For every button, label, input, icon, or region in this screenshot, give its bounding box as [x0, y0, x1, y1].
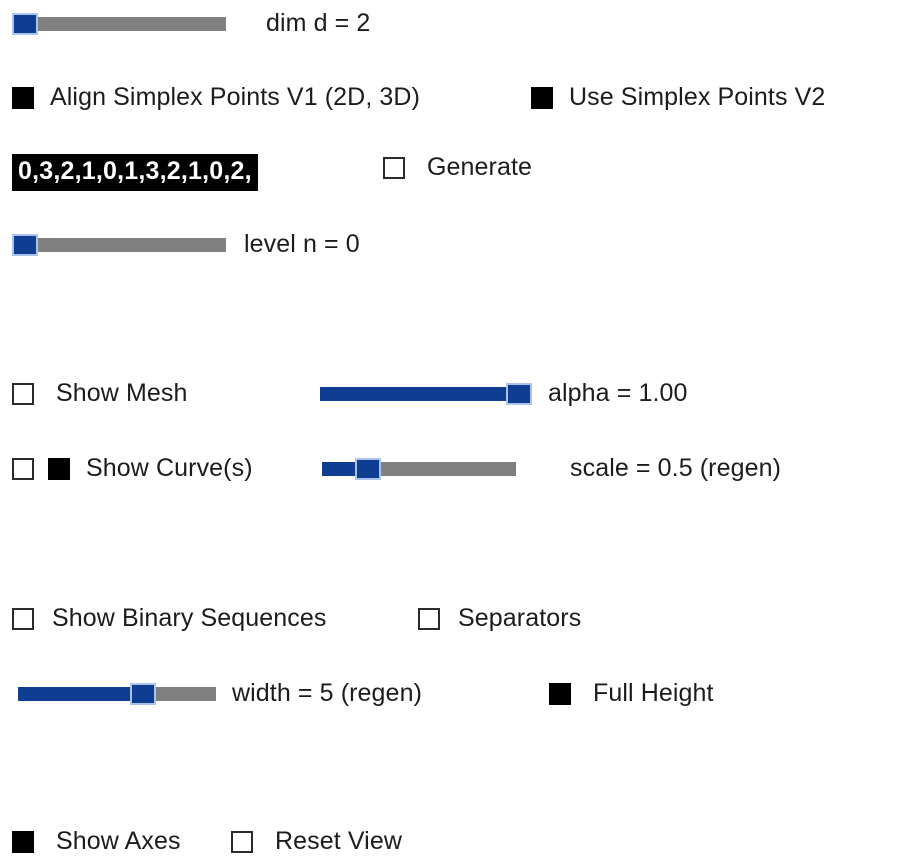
dim-slider-track[interactable] [12, 16, 226, 31]
reset-view-checkbox[interactable] [231, 830, 253, 853]
full-height-label: Full Height [593, 679, 714, 707]
separators-checkbox[interactable] [418, 607, 440, 630]
show-curves-primary-checkbox[interactable] [12, 457, 34, 480]
full-height-checkbox[interactable] [549, 682, 571, 705]
show-curves-secondary-checkbox[interactable] [48, 457, 70, 480]
width-slider-label: width = 5 (regen) [232, 679, 422, 707]
level-slider[interactable] [12, 233, 226, 256]
use-simplex-v2-checkbox[interactable] [531, 86, 553, 109]
separators-row[interactable]: Separators [418, 606, 581, 631]
alpha-slider-label: alpha = 1.00 [548, 379, 688, 407]
level-slider-row: level n = 0 [12, 232, 360, 257]
generate-label: Generate [427, 153, 533, 181]
show-binary-sequences-row[interactable]: Show Binary Sequences [12, 606, 327, 631]
level-slider-label: level n = 0 [244, 230, 360, 258]
use-simplex-v2-row[interactable]: Use Simplex Points V2 [531, 85, 825, 110]
alpha-slider-fill [320, 386, 506, 401]
separators-label: Separators [458, 604, 582, 632]
show-axes-row[interactable]: Show Axes [12, 829, 181, 854]
align-simplex-v1-row[interactable]: Align Simplex Points V1 (2D, 3D) [12, 85, 420, 110]
show-mesh-row[interactable]: Show Mesh [12, 381, 188, 406]
alpha-slider[interactable] [320, 382, 532, 405]
show-curves-label: Show Curve(s) [86, 454, 253, 482]
scale-slider-handle[interactable] [355, 457, 381, 480]
align-simplex-v1-label: Align Simplex Points V1 (2D, 3D) [50, 83, 421, 111]
show-axes-checkbox[interactable] [12, 830, 34, 853]
width-slider-fill [18, 686, 138, 701]
level-slider-handle[interactable] [12, 233, 38, 256]
reset-view-label: Reset View [275, 827, 402, 855]
reset-view-row[interactable]: Reset View [231, 829, 402, 854]
show-binary-sequences-checkbox[interactable] [12, 607, 34, 630]
scale-slider-label: scale = 0.5 (regen) [570, 454, 782, 482]
show-mesh-label: Show Mesh [56, 379, 188, 407]
align-simplex-v1-checkbox[interactable] [12, 86, 34, 109]
show-axes-label: Show Axes [56, 827, 181, 855]
width-slider[interactable] [18, 682, 216, 705]
full-height-row[interactable]: Full Height [549, 681, 714, 706]
dim-slider[interactable] [12, 12, 226, 35]
show-mesh-checkbox[interactable] [12, 382, 34, 405]
width-slider-handle[interactable] [130, 682, 156, 705]
sequence-input[interactable]: 0,3,2,1,0,1,3,2,1,0,2, [12, 154, 258, 191]
use-simplex-v2-label: Use Simplex Points V2 [569, 83, 826, 111]
sequence-field-row[interactable]: 0,3,2,1,0,1,3,2,1,0,2, [12, 154, 258, 191]
generate-row[interactable]: Generate [383, 155, 532, 180]
show-curves-row[interactable]: Show Curve(s) [12, 456, 253, 481]
dim-slider-handle[interactable] [12, 12, 38, 35]
level-slider-track[interactable] [12, 237, 226, 252]
scale-slider-row: scale = 0.5 (regen) [322, 456, 781, 481]
width-slider-row: width = 5 (regen) [18, 681, 422, 706]
alpha-slider-row: alpha = 1.00 [320, 381, 688, 406]
dim-slider-row: dim d = 2 [12, 11, 370, 36]
show-binary-sequences-label: Show Binary Sequences [52, 604, 327, 632]
dim-slider-label: dim d = 2 [266, 9, 371, 37]
generate-checkbox[interactable] [383, 156, 405, 179]
scale-slider[interactable] [322, 457, 516, 480]
alpha-slider-handle[interactable] [506, 382, 532, 405]
